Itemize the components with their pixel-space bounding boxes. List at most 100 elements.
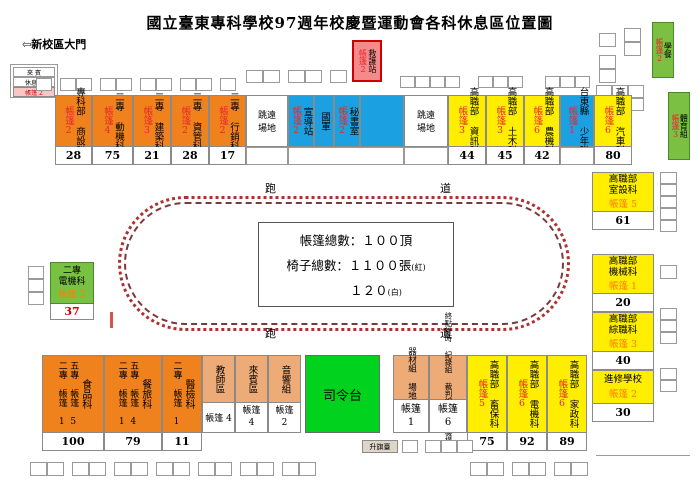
tent-slot — [299, 462, 316, 476]
tent-slot — [76, 78, 92, 91]
tent-slot — [660, 220, 677, 232]
dept-name: 醫檢科 — [182, 379, 194, 409]
teacher-area-name: 教師區 — [213, 364, 225, 394]
page-title: 國立臺東專科學校97週年校慶暨運動會各科休息區位置圖 — [146, 14, 554, 32]
secretary-office-box: 秘書室 帳篷2 — [334, 95, 360, 147]
dept-box-shishe: 高職部 室設科 帳篷 5 — [592, 172, 654, 212]
timing-crew-tent: 帳篷 6 — [429, 400, 467, 433]
tent-slot — [30, 462, 47, 476]
dept-count: 61 — [592, 212, 654, 230]
blue-row-spacer — [288, 147, 404, 165]
guest-area-box: 來賓區 — [235, 355, 268, 403]
dept-count: 20 — [592, 294, 654, 312]
guest-area-name: 來賓區 — [246, 364, 258, 394]
dept-box-jixie: 高職部 機械科 帳篷 1 — [592, 254, 654, 294]
first-aid-station: 救護站 帳篷2 — [352, 40, 382, 82]
tent-slot — [457, 440, 473, 453]
dept-count: 45 — [486, 147, 524, 165]
sound-crew-box: 音響組 — [268, 355, 301, 403]
long-jump-area-right: 跳遠 場地 — [404, 95, 448, 147]
dept-box-shipin: 食品科 五專 帳篷 5 二專 帳篷 1 — [42, 355, 104, 433]
tent-slot — [196, 78, 212, 91]
dept-box-dianji-gaozhi: 高職部 電機科 帳篷6 — [507, 355, 547, 433]
dept-count: 89 — [547, 433, 587, 451]
secretary-tent: 帳篷2 — [336, 106, 348, 136]
dept-count: 75 — [467, 433, 507, 451]
chairs-total-white: １２０(白) — [310, 280, 402, 299]
secretary-name: 秘書室 — [347, 106, 359, 136]
tent-slot — [441, 440, 457, 453]
military-name: 國軍 — [318, 111, 330, 131]
tent-slot — [156, 462, 173, 476]
tent-slot — [560, 76, 575, 88]
tent-slot — [660, 320, 677, 332]
dept-name: 高職部 農機科 — [542, 87, 554, 155]
summary-box: 帳篷總數：１００頂 椅子總數：１１００張(紅) １２０(白) — [258, 222, 454, 307]
guest-area-tent: 帳篷 4 — [235, 403, 268, 433]
tent-slot — [257, 462, 274, 476]
dept-tent: 帳篷 3 — [608, 339, 638, 351]
dept-count: 44 — [448, 147, 486, 165]
teacher-area-box: 教師區 — [202, 355, 235, 403]
youth-police-name: 台東縣 少年隊 — [577, 87, 589, 155]
tent-slot — [116, 78, 132, 91]
dept-count: 37 — [50, 304, 94, 320]
dept-tent: 帳篷 1 — [608, 281, 638, 293]
tent-slot — [493, 76, 508, 88]
dept-name: 二專 動機科 — [112, 91, 124, 151]
bottom-divider — [596, 455, 690, 456]
guest-rest-tent: 帳篷 2 — [13, 87, 55, 97]
chairs-white-count: １２０ — [350, 283, 388, 298]
tent-slot — [400, 76, 415, 88]
dept-tent: 帳篷3 — [494, 106, 506, 136]
dept-tent: 帳篷6 — [531, 106, 543, 136]
dept-count: 100 — [42, 433, 104, 451]
dept-box-shangshe: 專科部 商設科 帳篷2 — [55, 87, 92, 155]
dept-sub-1: 五專 帳篷 5 — [68, 361, 79, 427]
tent-slot — [28, 279, 44, 292]
dept-count: 40 — [592, 352, 654, 370]
dept-name: 二專 電機科 — [58, 266, 86, 287]
tent-slot — [402, 440, 418, 453]
track-label-bottom-left: 跑 — [265, 327, 276, 340]
youth-police-tent: 帳篷1 — [566, 106, 578, 136]
tent-slot — [28, 292, 44, 305]
dept-box-jianzhu: 二專 建築科 帳篷3 — [133, 92, 171, 150]
tent-slot — [624, 42, 641, 56]
dept-box-zixun: 高職部 資訊科 帳篷3 — [448, 87, 486, 155]
tent-slot — [529, 462, 546, 476]
tent-slot — [246, 70, 263, 83]
dept-tent: 帳篷3 — [456, 106, 468, 136]
tent-slot — [425, 440, 441, 453]
tent-slot — [288, 70, 305, 83]
track-label-left: 跑 — [265, 182, 276, 195]
dept-sub-2: 二專 帳篷 1 — [56, 361, 67, 427]
dept-sub-2: 二專 帳篷 1 — [116, 361, 127, 427]
dept-name: 專科部 商設科 — [73, 87, 85, 155]
tent-slot — [131, 462, 148, 476]
sound-crew-tent: 帳篷 2 — [268, 403, 301, 433]
tent-slot — [628, 85, 644, 98]
youth-police-box: 台東縣 少年隊 帳篷1 — [560, 87, 594, 155]
pe-office-tent: 帳篷3 — [671, 113, 680, 139]
equipment-crew-tent: 帳篷 1 — [393, 400, 429, 433]
chairs-red-note: (紅) — [411, 263, 426, 272]
dept-name: 食品科 — [79, 379, 91, 409]
tent-slot — [660, 196, 677, 208]
dept-box-nongji: 高職部 農機科 帳篷6 — [524, 87, 560, 155]
dept-sub-1: 五專 帳篷 4 — [128, 361, 139, 427]
dept-name: 高職部 室設科 — [608, 173, 638, 196]
tent-slot — [599, 69, 616, 83]
track-label-right: 道 — [440, 182, 451, 195]
blue-empty-area — [360, 95, 404, 147]
tent-slot — [508, 76, 523, 88]
tent-slot — [624, 28, 641, 42]
teacher-area-tent: 帳篷 4 — [202, 403, 235, 433]
canteen-name: 學餐 — [663, 42, 673, 58]
tent-slot — [72, 462, 89, 476]
tent-slot — [100, 78, 116, 91]
tent-slot — [47, 462, 64, 476]
first-aid-name: 救護站 — [367, 49, 377, 73]
timing-crew-name: 終點計時 紀錄組 裁判組 教育機構 — [443, 311, 453, 444]
dept-count: 11 — [162, 433, 202, 451]
